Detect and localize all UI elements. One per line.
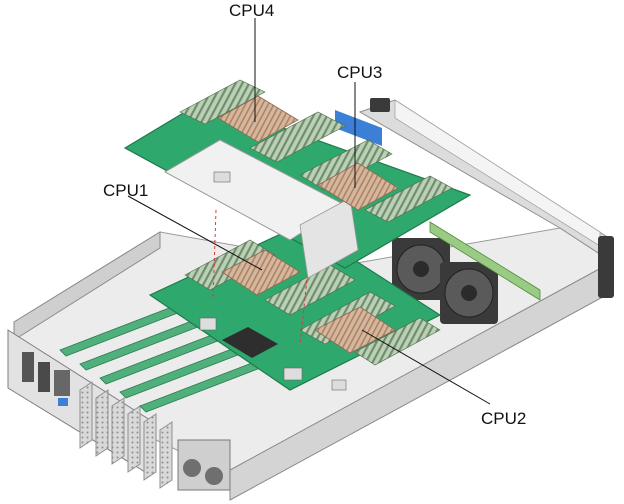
rear-blue-port [58,398,68,406]
cpu4-label: CPU4 [229,1,274,20]
cpu2-leader [361,329,491,405]
rear-port-block-3 [54,370,70,396]
cpu2-heatsink [314,306,396,354]
pcie-brackets [79,381,173,489]
chassis-right-wall-inner [394,99,601,247]
connector-3 [331,379,347,391]
connector-2 [283,367,303,381]
rear-port-block [22,352,34,382]
top-handle [370,98,390,112]
connector-1 [199,317,217,331]
front-handle [598,236,614,298]
cpu2-dimms-right [354,317,441,366]
cpu1-leader [127,195,263,271]
alignment-guides [212,209,311,346]
callout-leaders [127,18,491,405]
duct-brace [299,197,359,279]
cpu4-heatsink [217,95,299,143]
cpu3-dimms-right [364,175,453,223]
cpu1-heatsink [221,249,301,296]
cpu3-dimms-left [299,139,393,191]
cpu2-label: CPU2 [481,409,526,428]
blue-latch [335,110,382,146]
upper-connector [213,171,231,183]
chipset-cooler [222,327,278,358]
upper-cpu-board [123,79,472,279]
power-supply [177,439,231,491]
cpu4-dimms-right [249,111,346,163]
fan-modules [392,221,541,324]
pcie-riser-cards [59,299,277,413]
cpu1-label: CPU1 [103,181,148,200]
fan-wall [429,221,541,301]
cpu3-heatsink [317,162,399,211]
cpu4-dimms-left [179,79,266,125]
rear-port-block-2 [38,362,50,392]
cpu3-label: CPU3 [337,63,382,82]
